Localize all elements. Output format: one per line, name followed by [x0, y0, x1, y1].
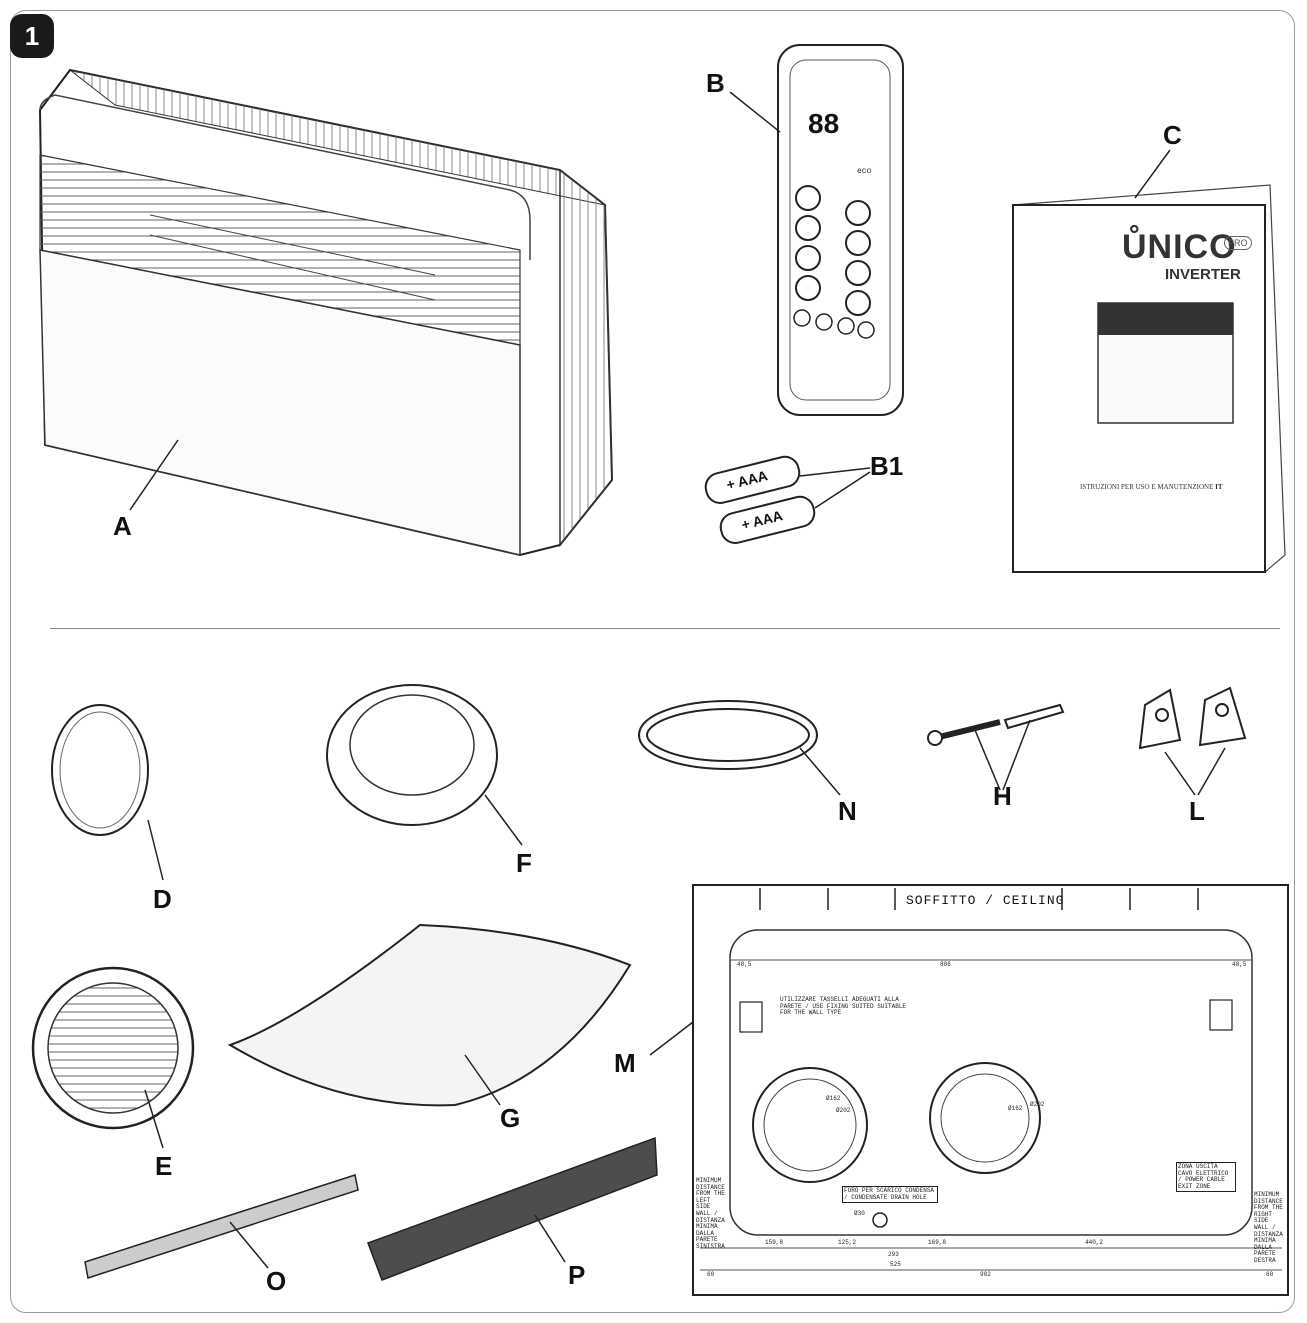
instruction-manual	[1011, 149, 1286, 573]
manual-footer-text: ISTRUZIONI PER USO E MANUTENZIONE	[1080, 483, 1214, 491]
drain-hole-dim: Ø30	[854, 1210, 865, 1217]
remote-mode-text: eco	[857, 167, 872, 176]
label-g: G	[500, 1103, 521, 1133]
label-b: B	[706, 68, 725, 98]
dim-bottom-3: 293	[888, 1251, 899, 1258]
installation-template	[649, 884, 1289, 1296]
screw-and-anchor	[927, 703, 1065, 791]
dim-edge-left: 60	[707, 1271, 715, 1278]
dim-edge-right: 60	[1266, 1271, 1274, 1278]
left-wall-note: MINIMUM DISTANCE FROM THE LEFT SIDE WALL…	[696, 1177, 725, 1250]
hole-2-outer-dim: Ø162	[1008, 1105, 1023, 1112]
manual-pro-badge: PRO	[1224, 236, 1252, 250]
dim-bottom-5: 440,2	[1085, 1239, 1104, 1246]
label-o: O	[266, 1266, 287, 1296]
dim-top-center: 806	[940, 961, 951, 968]
label-a: A	[113, 511, 132, 541]
batteries	[704, 455, 871, 544]
external-grille	[31, 966, 195, 1149]
manual-lang: IT	[1215, 483, 1223, 491]
drain-hole-label: FORO PER SCARICO CONDENSA / CONDENSATE D…	[842, 1186, 938, 1204]
bracket-note: UTILIZZARE TASSELLI ADEGUATI ALLA PARETE…	[780, 996, 907, 1017]
power-cable-label: ZONA USCITA CAVO ELETTRICO / POWER CABLE…	[1176, 1162, 1236, 1193]
dim-top-right: 48,5	[1232, 961, 1247, 968]
label-d: D	[153, 884, 172, 914]
thin-strip	[84, 1174, 359, 1279]
protective-sheet	[227, 923, 632, 1107]
flange-ring	[326, 684, 523, 846]
dim-bottom2-1: 525	[890, 1261, 901, 1268]
dim-bottom-4: 169,8	[928, 1239, 947, 1246]
manual-subtitle: INVERTER	[1165, 266, 1241, 283]
label-m: M	[614, 1048, 636, 1078]
label-p: P	[568, 1260, 586, 1290]
dark-strip	[367, 1136, 658, 1281]
manual-footer: ISTRUZIONI PER USO E MANUTENZIONE IT	[1080, 483, 1223, 491]
figure-frame	[10, 10, 1295, 1313]
remote-display: 88	[808, 108, 840, 139]
drain-hose	[638, 700, 841, 796]
hole-1-inner-dim: Ø202	[836, 1107, 851, 1114]
label-n: N	[838, 796, 857, 826]
mounting-brackets	[1138, 686, 1247, 796]
dim-bottom-2: 125,2	[838, 1239, 857, 1246]
hole-1-outer-dim: Ø162	[826, 1095, 841, 1102]
dim-top-left: 48,5	[737, 961, 752, 968]
dim-bottom-1: 159,8	[765, 1239, 784, 1246]
label-f: F	[516, 848, 532, 878]
remote-control	[729, 44, 904, 416]
hole-2-inner-dim: Ø202	[1030, 1101, 1045, 1108]
right-wall-note: MINIMUM DISTANCE FROM THE RIGHT SIDE WAL…	[1254, 1191, 1283, 1264]
figure-number-badge: 1	[10, 14, 54, 58]
label-b1: B1	[870, 451, 904, 481]
label-h: H	[993, 781, 1012, 811]
label-e: E	[155, 1151, 173, 1181]
label-l: L	[1189, 796, 1205, 826]
section-divider	[50, 628, 1280, 629]
manual-brand: ŮNICO	[1122, 228, 1237, 266]
template-title: SOFFITTO / CEILING	[906, 893, 1065, 908]
label-c: C	[1163, 120, 1182, 150]
sealing-strip	[51, 704, 164, 881]
dim-bottom2-2: 902	[980, 1271, 991, 1278]
air-conditioner-unit	[38, 68, 614, 557]
